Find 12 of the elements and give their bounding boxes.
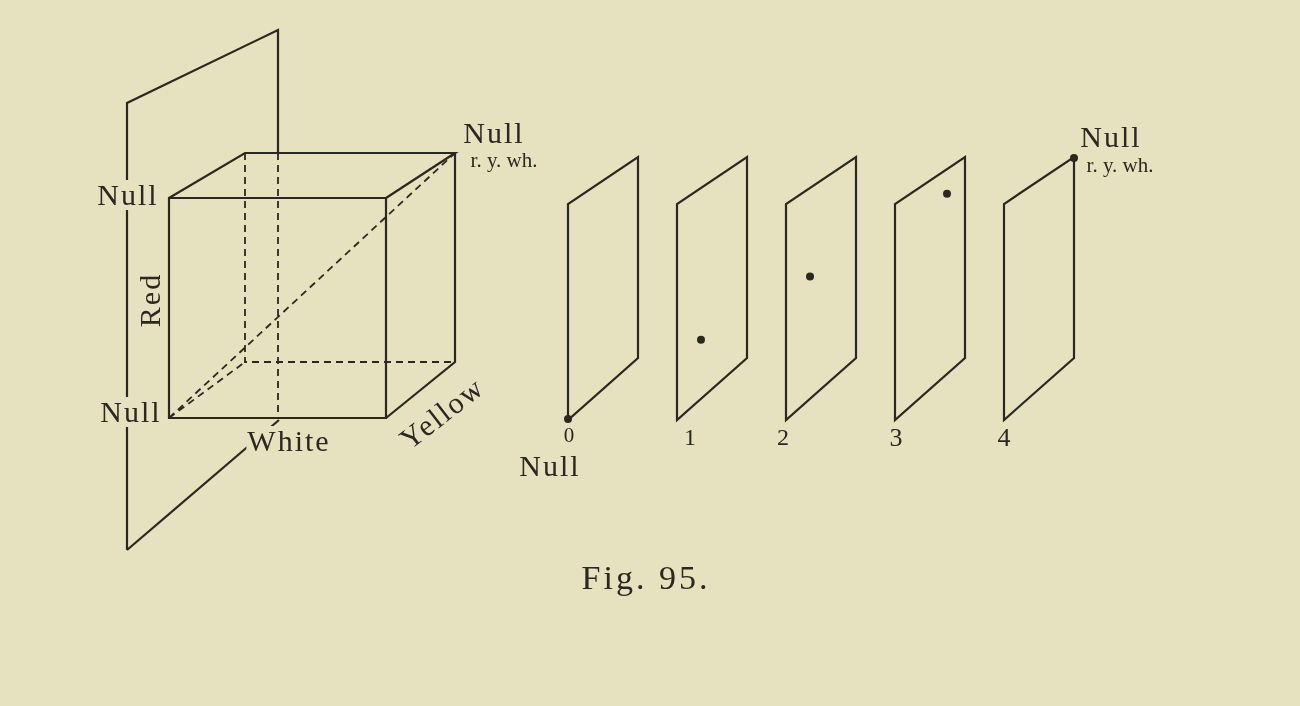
plane-number: 1 bbox=[683, 425, 697, 449]
plane-number: 2 bbox=[776, 425, 790, 449]
vertex-label: r. y. wh. bbox=[469, 149, 539, 171]
vertex-label: Null bbox=[518, 451, 582, 481]
plane-number: 4 bbox=[996, 425, 1012, 451]
plane-number: 0 bbox=[562, 424, 576, 446]
vertex-label: Null bbox=[1079, 122, 1143, 152]
plane-number: 3 bbox=[888, 425, 904, 451]
figure-caption: Fig. 95. bbox=[580, 561, 712, 595]
vertex-label: Null bbox=[462, 118, 526, 148]
axis-label: Red bbox=[135, 271, 165, 329]
vertex-label: r. y. wh. bbox=[1085, 154, 1155, 176]
